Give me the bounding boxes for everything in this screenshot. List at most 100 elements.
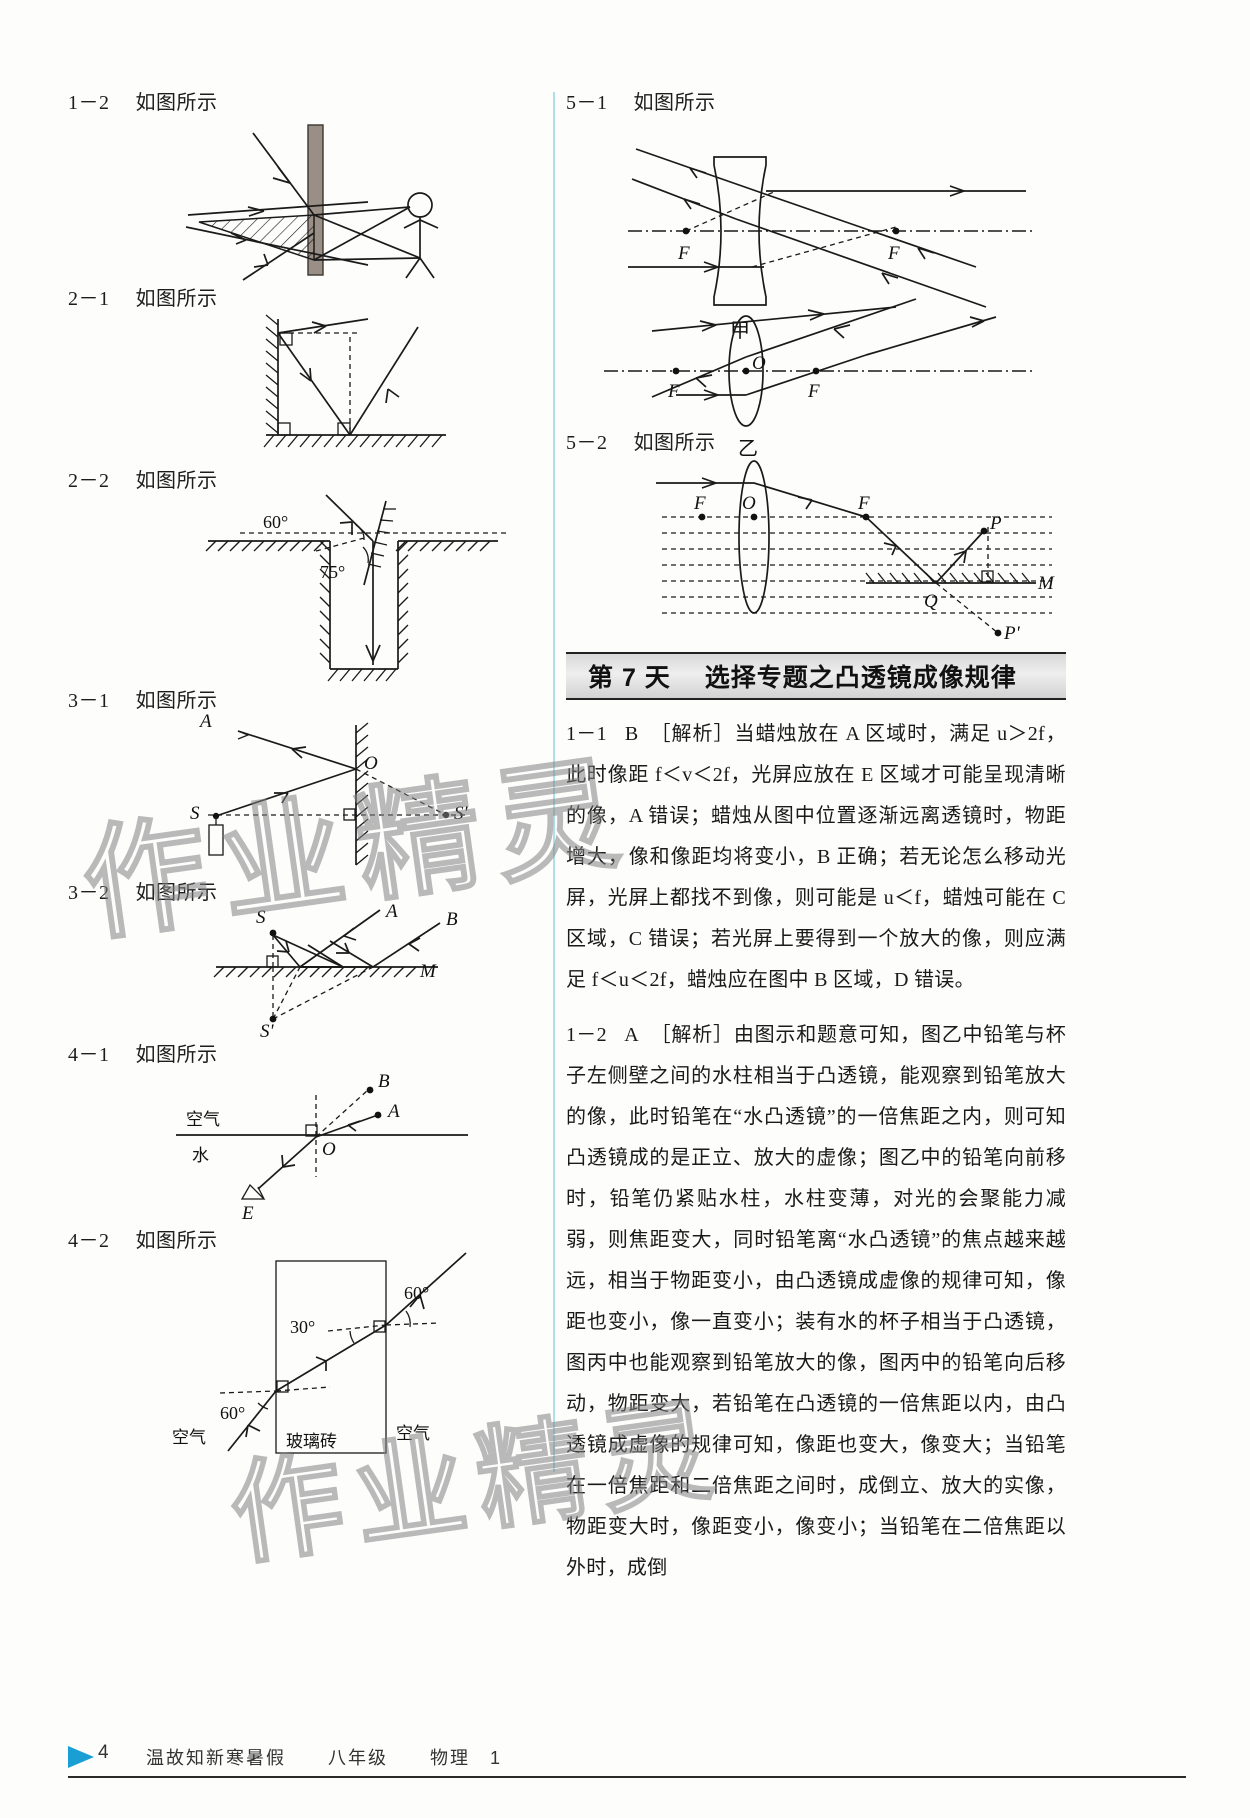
label-F-left: F bbox=[693, 493, 706, 514]
fig-5-2: F O F P Q M P' bbox=[566, 455, 1066, 644]
page-number: 4 bbox=[98, 1742, 109, 1763]
fig-2-1 bbox=[68, 311, 538, 461]
answer-item-4-2: 4－2 如图所示 bbox=[68, 1224, 538, 1474]
label-P: P bbox=[989, 513, 1002, 534]
answer-number: 4－2 bbox=[68, 1230, 110, 1252]
answer-item-3-1: 3－1 如图所示 bbox=[68, 684, 538, 876]
answer-label-5-2: 5－2 如图所示 bbox=[566, 426, 1066, 455]
answer-number: 1－2 bbox=[68, 92, 110, 114]
point-P bbox=[980, 527, 988, 535]
answer-1-1-tag: ［解析］ bbox=[650, 723, 735, 745]
label-F-right: F bbox=[857, 493, 870, 514]
label-S: S bbox=[256, 907, 266, 928]
answer-number: 3－1 bbox=[68, 690, 110, 712]
fig-2-2: 60° 75° bbox=[68, 493, 538, 683]
label-A: A bbox=[386, 1101, 400, 1122]
angle-60-label: 60° bbox=[263, 512, 288, 532]
shadow-region bbox=[198, 214, 315, 262]
caption-yi: 乙 bbox=[738, 438, 758, 460]
answer-1-1-choice: B bbox=[624, 723, 639, 745]
focus-left-point bbox=[672, 367, 680, 375]
label-O: O bbox=[322, 1139, 336, 1160]
answer-text: 如图所示 bbox=[135, 690, 218, 712]
label-F-right: F bbox=[807, 381, 820, 402]
label-M: M bbox=[419, 961, 437, 982]
optical-center-point bbox=[742, 367, 750, 375]
angle-60-top: 60° bbox=[404, 1283, 429, 1303]
point-B bbox=[366, 1086, 374, 1094]
label-F-left: F bbox=[677, 243, 690, 264]
answer-item-5-2: 5－2 如图所示 bbox=[566, 426, 1066, 644]
label-air-right: 空气 bbox=[396, 1424, 430, 1443]
answer-number: 5－1 bbox=[566, 92, 608, 114]
page-number-badge: 4 bbox=[68, 1740, 122, 1770]
label-S-prime: S' bbox=[454, 803, 469, 824]
label-B: B bbox=[378, 1071, 390, 1092]
point-S-prime bbox=[442, 811, 450, 819]
focus-right-point bbox=[812, 367, 820, 375]
answer-text: 如图所示 bbox=[633, 92, 716, 114]
fig-3-1: A O S S' bbox=[68, 711, 538, 873]
footer-rule bbox=[68, 1776, 1186, 1778]
answer-text: 如图所示 bbox=[135, 882, 218, 904]
caption-jia: 甲 bbox=[730, 320, 750, 342]
angle-30: 30° bbox=[290, 1317, 315, 1337]
answer-1-1-paragraph: 1－1 B ［解析］当蜡烛放在 A 区域时，满足 u＞2f，此时像距 f＜v＜2… bbox=[566, 714, 1066, 1001]
answer-1-2-body: 由图示和题意可知，图乙中铅笔与杯子左侧壁之间的水柱相当于凸透镜，能观察到铅笔放大… bbox=[566, 1024, 1066, 1579]
answer-text: 如图所示 bbox=[633, 432, 716, 454]
answer-number: 4－1 bbox=[68, 1044, 110, 1066]
day-title-topic: 选择专题之凸透镜成像规律 bbox=[704, 664, 1017, 692]
candle-body bbox=[208, 824, 224, 856]
label-air-left: 空气 bbox=[172, 1428, 206, 1447]
fig-4-2: 60° 30° 60° 空气 空气 玻璃砖 bbox=[68, 1252, 538, 1463]
label-glass-block: 玻璃砖 bbox=[286, 1432, 337, 1451]
focus-left-point bbox=[698, 513, 706, 521]
fig-3-2: S A B M S' bbox=[68, 901, 538, 1042]
answer-label-5-1: 5－1 如图所示 bbox=[566, 86, 1066, 115]
label-S-prime: S' bbox=[260, 1021, 275, 1042]
label-E: E bbox=[241, 1203, 254, 1224]
label-O: O bbox=[364, 753, 378, 774]
point-P-prime bbox=[994, 629, 1002, 637]
answer-block-1-1: 1－1 B ［解析］当蜡烛放在 A 区域时，满足 u＞2f，此时像距 f＜v＜2… bbox=[566, 714, 1066, 1001]
label-Q: Q bbox=[924, 591, 938, 612]
answer-1-1-number: 1－1 bbox=[566, 723, 607, 745]
answer-1-1-body: 当蜡烛放在 A 区域时，满足 u＞2f，此时像距 f＜v＜2f，光屏应放在 E … bbox=[566, 723, 1067, 991]
answer-text: 如图所示 bbox=[135, 1230, 218, 1252]
label-B: B bbox=[446, 909, 458, 930]
point-S-prime bbox=[269, 1015, 277, 1023]
convex-lens bbox=[738, 460, 770, 614]
observer-head bbox=[407, 192, 433, 218]
fig-4-1: B A O E 空气 水 bbox=[68, 1067, 538, 1224]
fig-1-2 bbox=[68, 115, 538, 281]
answer-number: 5－2 bbox=[566, 432, 608, 454]
triangle-icon bbox=[68, 1746, 94, 1768]
answer-label-4-2: 4－2 如图所示 bbox=[68, 1224, 538, 1253]
label-M: M bbox=[1037, 573, 1055, 594]
label-O: O bbox=[752, 353, 766, 374]
footer-book-title: 温故知新寒暑假 bbox=[146, 1748, 286, 1768]
fig-5-1: F F 甲 bbox=[566, 115, 1066, 460]
label-A: A bbox=[198, 711, 212, 732]
footer-volume: 1 bbox=[490, 1748, 503, 1768]
answer-label-3-1: 3－1 如图所示 bbox=[68, 684, 538, 713]
label-F-right: F bbox=[887, 243, 900, 264]
convex-lens-group: F F O 乙 bbox=[604, 298, 1036, 460]
answer-1-2-paragraph: 1－2 A ［解析］由图示和题意可知，图乙中铅笔与杯子左侧壁之间的水柱相当于凸透… bbox=[566, 1015, 1066, 1589]
answer-1-2-number: 1－2 bbox=[566, 1024, 607, 1046]
answer-item-5-1: 5－1 如图所示 bbox=[566, 86, 1066, 460]
focus-right-point bbox=[892, 227, 900, 235]
answer-number: 2－2 bbox=[68, 470, 110, 492]
